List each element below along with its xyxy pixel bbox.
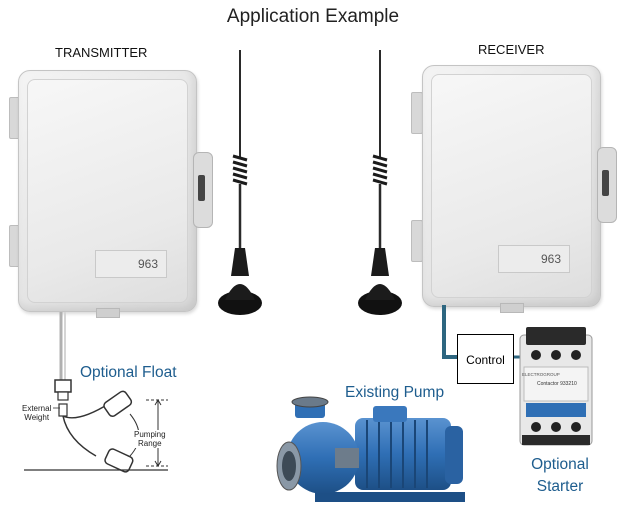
pump-label: Existing Pump — [345, 384, 445, 401]
external-weight-line1: External — [22, 404, 52, 413]
contactor-icon — [519, 327, 593, 446]
contactor-brand-text: ELECTROGROUP — [522, 372, 560, 377]
starter-label-line2: Starter — [536, 478, 584, 495]
external-weight-label: External Weight — [22, 404, 51, 422]
pump-icon — [276, 396, 465, 502]
receiver-label: RECEIVER — [478, 42, 545, 57]
pumping-range-label: Pumping Range — [134, 430, 166, 448]
antenna-right-icon — [358, 50, 402, 315]
transmitter-label: TRANSMITTER — [55, 45, 148, 60]
transmitter-bottom-tab — [96, 308, 120, 318]
external-weight-line2: Weight — [24, 413, 50, 422]
float-switch-icon — [24, 379, 168, 473]
control-box: Control — [457, 334, 514, 384]
float-cable — [59, 312, 66, 382]
contactor-model-text: Contactor 933210 — [537, 381, 577, 387]
receiver-bottom-tab — [500, 303, 524, 313]
transmitter-serial-plate: 963 — [95, 250, 167, 278]
transmitter-latch-slot — [198, 175, 205, 201]
starter-label: Optional Starter — [524, 454, 596, 498]
pumping-range-line2: Range — [138, 439, 162, 448]
starter-label-line1: Optional — [531, 456, 589, 473]
pumping-range-line1: Pumping — [134, 430, 166, 439]
antenna-left-icon — [218, 50, 262, 315]
receiver-latch-slot — [602, 170, 609, 196]
float-label: Optional Float — [80, 364, 177, 381]
diagram-title: Application Example — [226, 6, 400, 27]
receiver-enclosure — [422, 65, 601, 307]
receiver-control-cable — [442, 305, 458, 359]
receiver-serial-plate: 963 — [498, 245, 570, 273]
